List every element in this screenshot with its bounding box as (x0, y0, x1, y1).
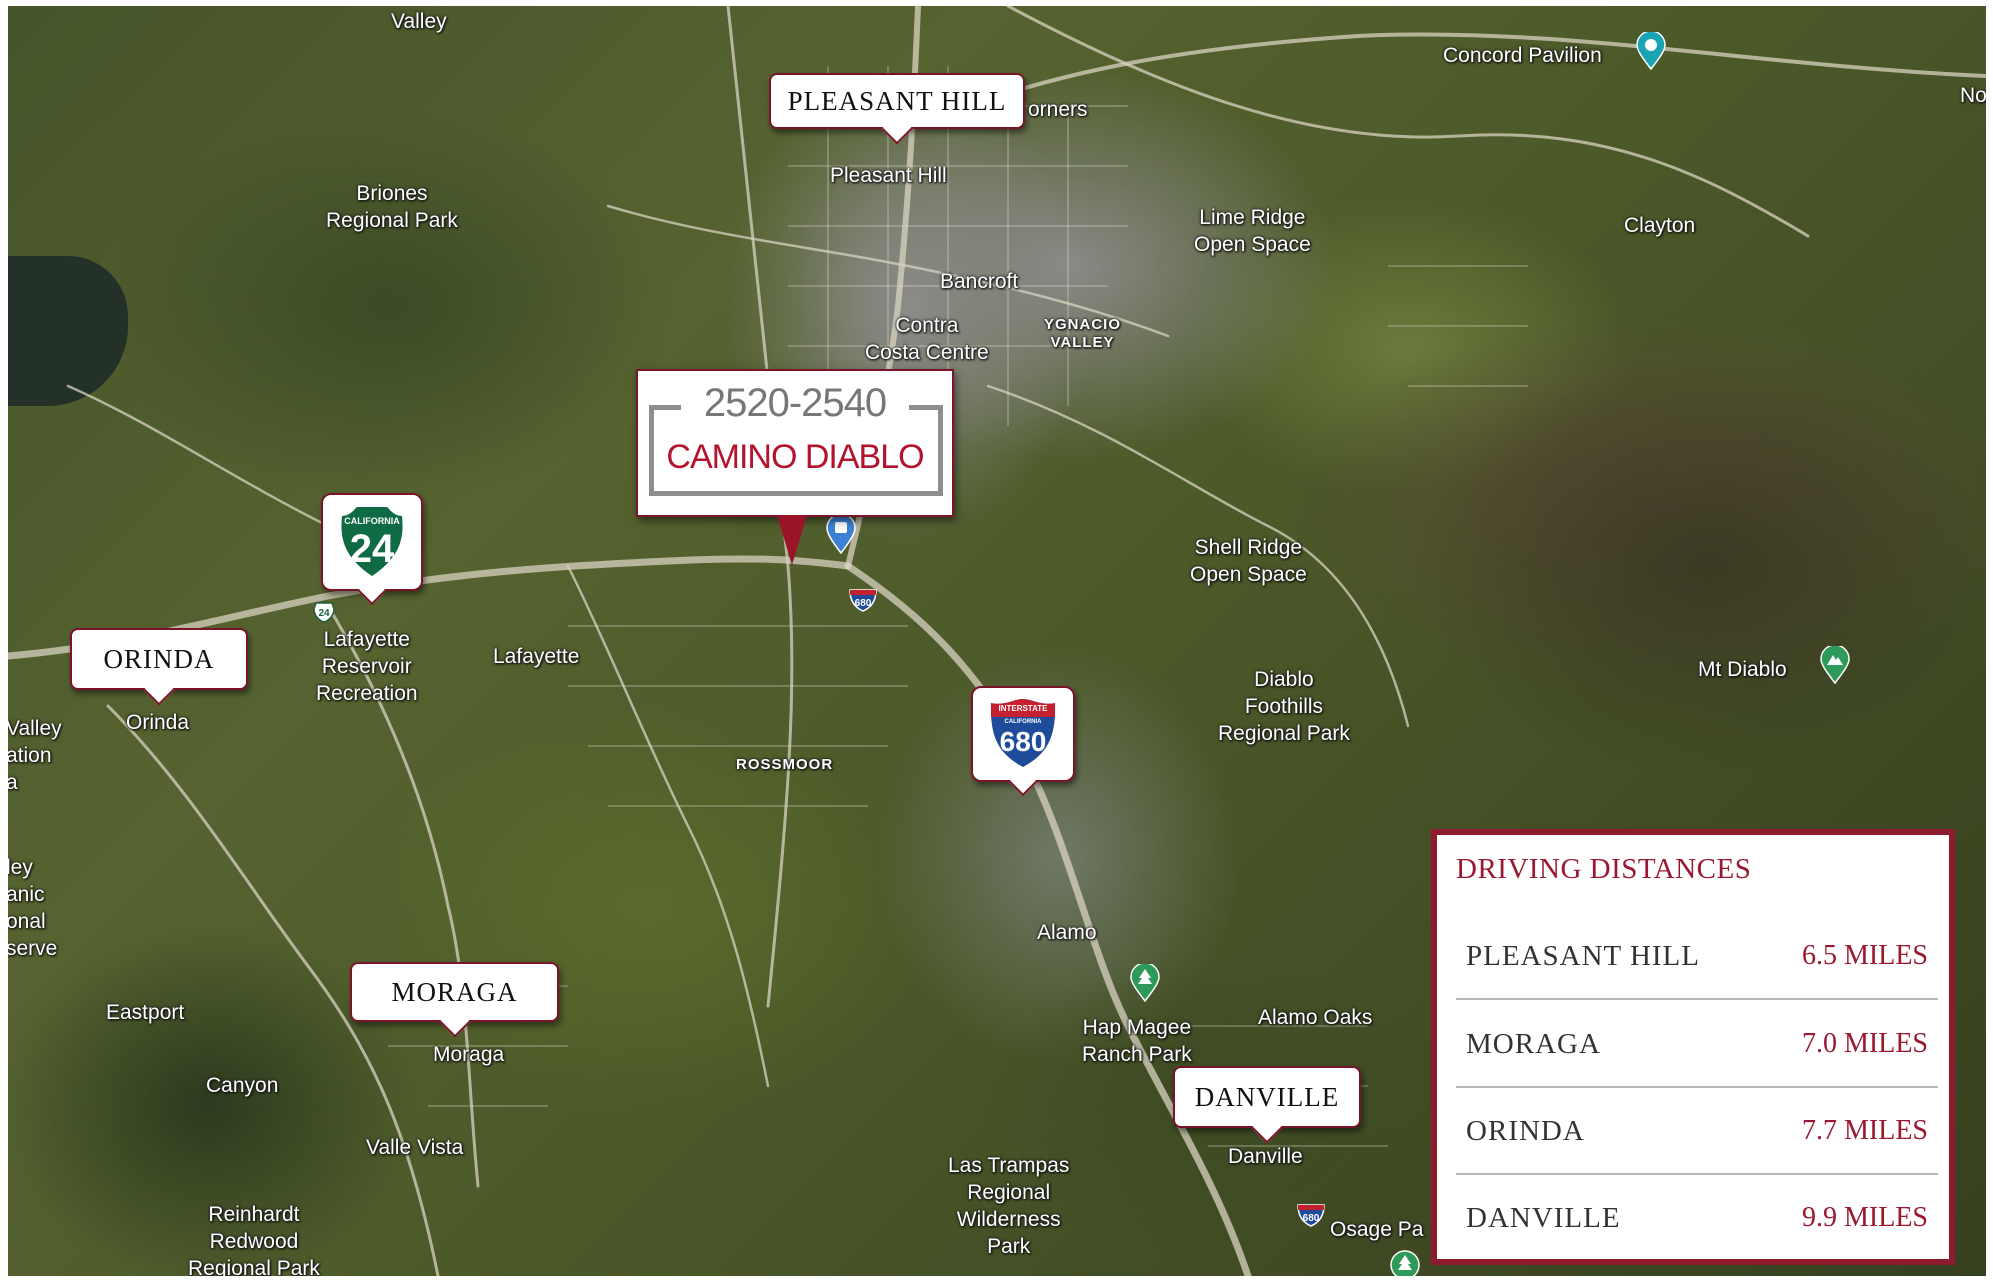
callout-label: PLEASANT HILL (787, 86, 1007, 116)
place-label: YGNACIO VALLEY (1044, 316, 1122, 351)
place-label: Osage Pa (1330, 1218, 1424, 1241)
interstate-680-small-shield: 680 (849, 589, 877, 612)
property-frame (649, 405, 943, 496)
svg-text:24: 24 (318, 608, 330, 619)
callout-pleasant-hill[interactable]: PLEASANT HILL (769, 73, 1025, 129)
place-label: Alamo (1037, 921, 1097, 944)
location-pin-icon[interactable] (777, 515, 807, 565)
place-label: Moraga (433, 1043, 505, 1066)
park-tree-icon[interactable] (1390, 1250, 1420, 1276)
place-label: Orinda (126, 711, 190, 734)
svg-text:24: 24 (350, 527, 395, 571)
place-label: No (1960, 84, 1986, 107)
property-frame-top (649, 405, 681, 410)
svg-text:680: 680 (855, 598, 872, 609)
satellite-map[interactable]: Valley Briones Regional Park Pleasant Hi… (8, 6, 1986, 1276)
place-label: Shell Ridge Open Space (1190, 536, 1307, 586)
place-label: Bancroft (940, 270, 1019, 293)
distance-town: MORAGA (1466, 1028, 1601, 1060)
transit-icon[interactable] (826, 514, 856, 554)
svg-text:680: 680 (1000, 726, 1047, 757)
place-label: Valley ation a (8, 717, 62, 794)
place-label: Eastport (106, 1001, 185, 1024)
place-label: Clayton (1624, 214, 1696, 237)
place-label: Danville (1228, 1145, 1303, 1168)
stadium-icon[interactable] (1636, 32, 1666, 70)
svg-text:680: 680 (1303, 1213, 1320, 1224)
callout-label: MORAGA (391, 977, 518, 1007)
place-label: Diablo Foothills Regional Park (1218, 668, 1350, 745)
property-street-name: CAMINO DIABLO (666, 438, 924, 476)
svg-text:CALIFORNIA: CALIFORNIA (1005, 719, 1043, 725)
place-label: Valley (391, 10, 447, 33)
distance-miles: 7.7 MILES (1802, 1115, 1928, 1146)
distance-miles: 6.5 MILES (1802, 940, 1928, 971)
distance-row: DANVILLE 9.9 MILES (1456, 1176, 1938, 1262)
distance-miles: 9.9 MILES (1802, 1202, 1928, 1233)
panel-title: DRIVING DISTANCES (1456, 853, 1752, 885)
california-24-shield: CALIFORNIA 24 (338, 504, 406, 580)
highway-24-small-shield: 24 (313, 602, 335, 623)
place-label: orners (1028, 98, 1088, 121)
distance-row: PLEASANT HILL 6.5 MILES (1456, 914, 1938, 1000)
place-label: Concord Pavilion (1443, 44, 1602, 67)
place-label: Hap Magee Ranch Park (1082, 1016, 1192, 1066)
distance-town: ORINDA (1466, 1115, 1585, 1147)
callout-label: DANVILLE (1194, 1082, 1340, 1112)
interstate-680-small-shield: 680 (1297, 1204, 1325, 1227)
distance-town: DANVILLE (1466, 1202, 1621, 1234)
place-label: Las Trampas Regional Wilderness Park (948, 1154, 1070, 1258)
place-label: Canyon (206, 1074, 279, 1097)
row-divider (1456, 1173, 1938, 1175)
place-label: ley anic onal serve (8, 856, 58, 960)
distance-row: ORINDA 7.7 MILES (1456, 1089, 1938, 1175)
place-label: Valle Vista (366, 1136, 464, 1159)
place-label: Lafayette Reservoir Recreation (316, 628, 418, 705)
callout-orinda[interactable]: ORINDA (70, 628, 248, 690)
row-divider (1456, 1086, 1938, 1088)
distance-town: PLEASANT HILL (1466, 940, 1700, 972)
place-label: ROSSMOOR (736, 756, 834, 773)
place-label: Mt Diablo (1698, 658, 1787, 681)
property-address-number: 2520-2540 (703, 381, 887, 425)
driving-distances-panel: DRIVING DISTANCES PLEASANT HILL 6.5 MILE… (1431, 829, 1955, 1265)
place-label: Pleasant Hill (830, 164, 947, 187)
svg-text:INTERSTATE: INTERSTATE (998, 704, 1048, 713)
park-tree-icon[interactable] (1130, 964, 1160, 1002)
property-callout[interactable]: 2520-2540 CAMINO DIABLO (636, 369, 954, 517)
callout-moraga[interactable]: MORAGA (350, 962, 559, 1022)
distance-miles: 7.0 MILES (1802, 1028, 1928, 1059)
property-frame-top (909, 405, 941, 410)
svg-text:CALIFORNIA: CALIFORNIA (344, 516, 400, 526)
callout-danville[interactable]: DANVILLE (1173, 1066, 1361, 1128)
row-divider (1456, 998, 1938, 1000)
place-label: Lime Ridge Open Space (1194, 206, 1311, 256)
interstate-680-shield: INTERSTATE CALIFORNIA 680 (986, 695, 1060, 771)
callout-label: ORINDA (103, 644, 215, 674)
mountain-icon[interactable] (1820, 646, 1850, 684)
interstate-680-callout[interactable]: INTERSTATE CALIFORNIA 680 (971, 686, 1075, 782)
highway-24-callout[interactable]: CALIFORNIA 24 (321, 493, 423, 591)
place-label: Briones Regional Park (326, 182, 458, 232)
place-label: Reinhardt Redwood Regional Park (188, 1203, 320, 1276)
place-label: Lafayette (493, 645, 580, 668)
place-label: Alamo Oaks (1258, 1006, 1373, 1029)
place-label: Contra Costa Centre (865, 314, 989, 364)
distance-row: MORAGA 7.0 MILES (1456, 1002, 1938, 1088)
